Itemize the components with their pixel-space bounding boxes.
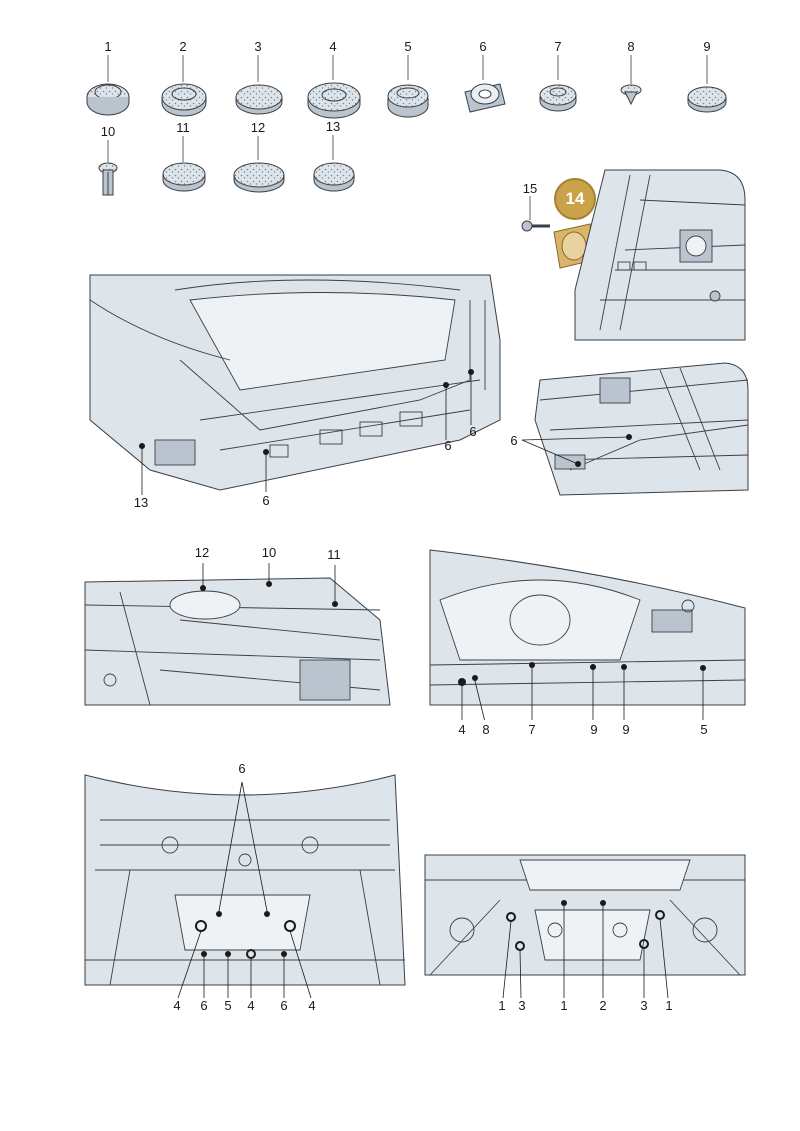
front-dash-label-9b: 9 [622,722,630,737]
side-rail-panel [521,362,749,496]
underbody-label-3a: 3 [518,998,526,1013]
rear-trunk-label-6c: 6 [262,493,270,508]
plug-icon-13 [313,162,355,192]
part-label-1: 1 [104,39,112,54]
front-dash-label-4: 4 [458,722,466,737]
front-dash-panel [429,549,746,720]
firewall-label-10: 10 [261,545,277,560]
floor-label-6-top: 6 [238,761,246,776]
grommet-icon-5 [387,84,429,118]
part-label-4: 4 [329,39,337,54]
part-label-10: 10 [100,124,116,139]
plug-icon-12 [233,162,285,193]
part-label-11: 11 [176,120,190,135]
underbody-label-1a: 1 [498,998,506,1013]
part-label-8: 8 [627,39,635,54]
front-dash-label-9a: 9 [590,722,598,737]
side-rail-label-6: 6 [510,433,518,448]
firewall-top-panel [84,563,391,706]
part-label-12: 12 [250,120,266,135]
tape-roll-icon-6 [464,83,506,113]
underbody-label-1c: 1 [665,998,673,1013]
rear-trunk-panel [89,274,501,495]
grommet-icon-4 [307,82,361,119]
firewall-label-11: 11 [327,547,341,562]
floor-label-4b: 4 [247,998,255,1013]
floor-label-5: 5 [224,998,232,1013]
part-label-3: 3 [254,39,262,54]
underbody-label-3b: 3 [640,998,648,1013]
callout-label-15: 15 [522,181,538,196]
underbody-label-1b: 1 [560,998,568,1013]
underbody-label-2: 2 [599,998,607,1013]
grommet-icon-2 [161,83,207,117]
parts-illustrations [86,55,727,196]
clip-icon-8 [620,84,642,106]
part-label-6: 6 [479,39,487,54]
underbody-panel [424,854,746,999]
front-dash-label-5: 5 [700,722,708,737]
callout-badge-14: 14 [554,178,596,220]
floor-label-4c: 4 [308,998,316,1013]
grommet-icon-7 [539,84,577,112]
floor-panel [84,774,406,999]
part-label-7: 7 [554,39,562,54]
front-dash-label-7: 7 [528,722,536,737]
callout-detail-drawing [521,169,746,341]
grommet-icon-1 [86,83,130,116]
part-label-5: 5 [404,39,412,54]
plug-icon-11 [162,162,206,192]
part-label-2: 2 [179,39,187,54]
floor-label-4a: 4 [173,998,181,1013]
part-label-13: 13 [325,119,341,134]
part-label-9: 9 [703,39,711,54]
front-dash-label-8: 8 [482,722,490,737]
plug-icon-9 [687,86,727,113]
plug-icon-3 [235,84,283,115]
expanding-rivet-icon-10 [98,162,118,196]
rear-trunk-label-6a: 6 [444,438,452,453]
rear-trunk-label-6b: 6 [469,424,477,439]
firewall-label-12: 12 [194,545,210,560]
rear-trunk-label-13: 13 [133,495,149,510]
floor-label-6b: 6 [280,998,288,1013]
floor-label-6a: 6 [200,998,208,1013]
